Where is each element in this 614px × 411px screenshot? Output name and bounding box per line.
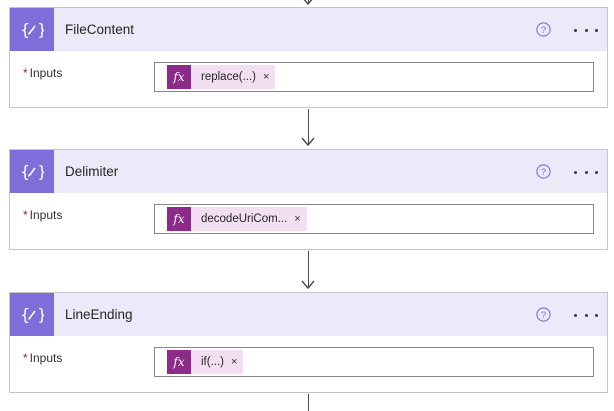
token-label: if(...) [201,356,224,368]
step-header[interactable]: { } LineEnding ? [10,293,607,336]
expression-token[interactable]: fx decodeUriCom... × [167,207,307,231]
step-card-filecontent[interactable]: { } FileContent ? *Inputs fx replace(...… [9,7,608,108]
svg-text:?: ? [541,25,546,36]
svg-text:{: { [20,20,30,39]
arrow-down-icon [301,280,315,290]
svg-text:}: } [37,305,44,324]
connector-line-1 [308,109,309,145]
inputs-label: *Inputs [23,66,63,80]
svg-text:}: } [37,20,44,39]
question-circle-icon[interactable]: ? [536,307,551,322]
step-card-lineending[interactable]: { } LineEnding ? *Inputs fx if(...) × [9,292,608,393]
close-icon[interactable]: × [231,355,238,368]
connector-line-top [308,0,309,3]
expression-token[interactable]: fx if(...) × [167,350,244,374]
more-ellipsis-icon[interactable] [574,312,598,318]
step-title[interactable]: LineEnding [65,307,133,322]
compose-braces-pen-icon: { } [10,150,54,193]
more-ellipsis-icon[interactable] [574,27,598,33]
svg-text:}: } [37,162,44,181]
fx-icon: fx [167,65,191,89]
step-header[interactable]: { } FileContent ? [10,8,607,51]
svg-text:{: { [20,305,30,324]
question-circle-icon[interactable]: ? [536,22,551,37]
step-header[interactable]: { } Delimiter ? [10,150,607,193]
compose-braces-pen-icon: { } [10,8,54,51]
inputs-field[interactable]: fx decodeUriCom... × [154,204,594,234]
connector-line-bottom [308,394,309,411]
inputs-label: *Inputs [23,351,63,365]
step-title[interactable]: Delimiter [65,164,119,179]
inputs-field[interactable]: fx if(...) × [154,347,594,377]
svg-text:{: { [20,162,30,181]
step-card-delimiter[interactable]: { } Delimiter ? *Inputs fx decodeUriCom.… [9,149,608,250]
question-circle-icon[interactable]: ? [536,164,551,179]
fx-icon: fx [167,350,191,374]
arrow-down-icon [301,137,315,147]
svg-text:?: ? [541,167,546,178]
inputs-label: *Inputs [23,208,63,222]
inputs-field[interactable]: fx replace(...) × [154,62,594,92]
svg-text:?: ? [541,310,546,321]
connector-line-2 [308,251,309,288]
close-icon[interactable]: × [262,70,270,83]
expression-token[interactable]: fx replace(...) × [167,65,276,89]
token-label: replace(...) [201,71,256,83]
close-icon[interactable]: × [294,212,301,225]
arrow-down-icon [303,0,313,6]
fx-icon: fx [167,207,191,231]
more-ellipsis-icon[interactable] [574,169,598,175]
compose-braces-pen-icon: { } [10,293,54,336]
token-label: decodeUriCom... [201,213,288,225]
step-title[interactable]: FileContent [65,22,135,37]
